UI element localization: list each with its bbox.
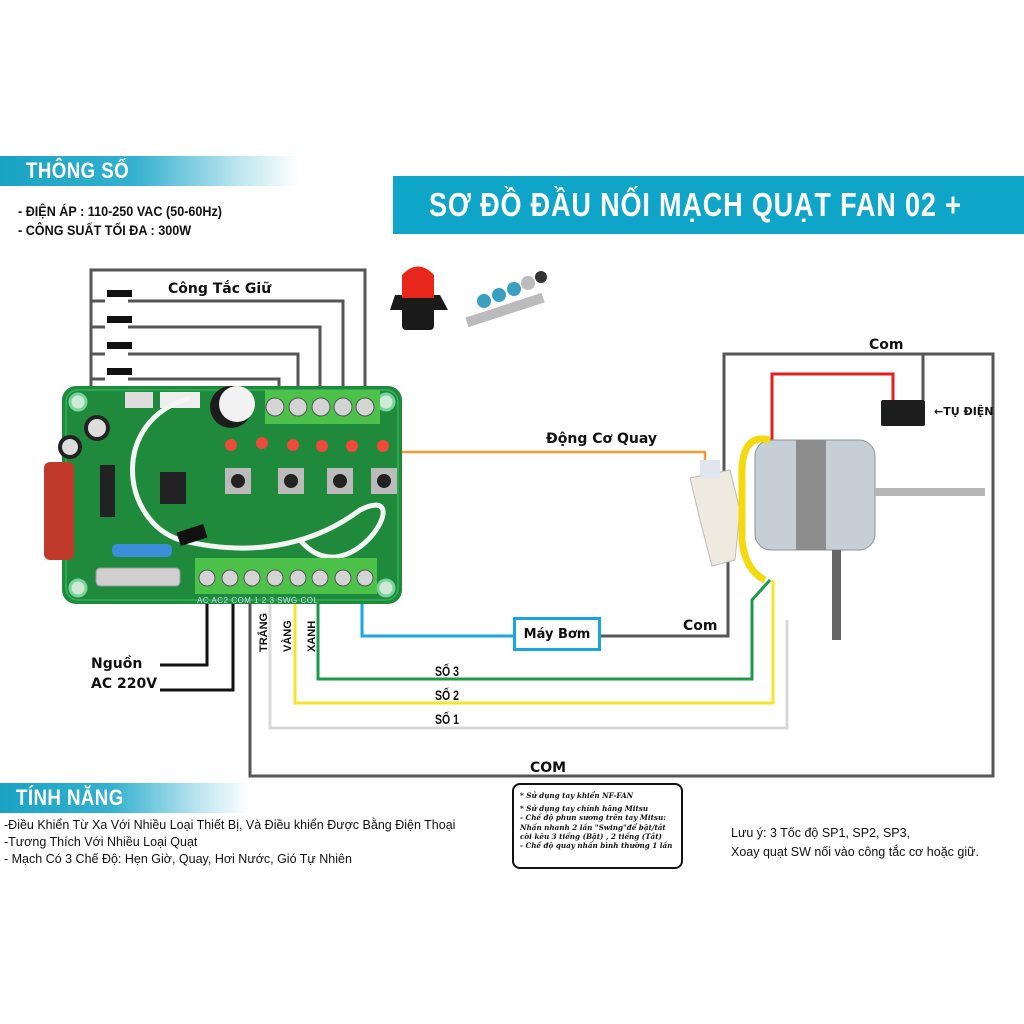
switch-symbol-3: [107, 342, 132, 349]
switch-symbol-4: [107, 368, 132, 375]
motor-shaft: [875, 488, 985, 496]
title-banner: SƠ ĐỒ ĐẦU NỐI MẠCH QUẠT FAN 02 +: [393, 176, 1024, 234]
terminal-label: AC2: [211, 596, 229, 605]
ic-chip: [160, 472, 186, 504]
tact-buttons: [225, 468, 397, 494]
terminal-label: COL: [300, 596, 319, 605]
x-capacitor: [44, 462, 74, 560]
com-top-label: Com: [869, 337, 904, 353]
jumper-header: [125, 392, 153, 408]
pump-com-label: Com: [683, 618, 718, 634]
hold-switch-symbols: [107, 290, 132, 375]
note-line: * Sử dụng tay chính hãng Mitsu: [520, 804, 649, 814]
note-line: * Sử dụng tay khiển NF-FAN: [520, 791, 634, 800]
wire-white-label: TRẮNG: [258, 612, 270, 652]
white-wire: [268, 602, 789, 730]
switch-symbol-1: [107, 290, 132, 297]
diode: [100, 465, 115, 517]
page-title: SƠ ĐỒ ĐẦU NỐI MẠCH QUẠT FAN 02 +: [429, 186, 962, 223]
wire-green-label: XANH: [306, 620, 318, 652]
resistor: [112, 544, 172, 557]
power-label: Nguồn: [91, 656, 143, 672]
circuit-board: [44, 386, 402, 604]
cable-sleeve: [176, 524, 208, 546]
remote-note-box: * Sử dụng tay khiển NF-FAN * Sử dụng tay…: [512, 783, 683, 869]
com-bottom-label: COM: [530, 760, 567, 776]
mount-hole: [68, 578, 88, 598]
indicator-leds: [225, 437, 389, 452]
power-voltage-label: AC 220V: [91, 676, 158, 692]
note-line: còi kêu 3 tiếng (Bật) , 2 tiếng (Tắt): [520, 831, 662, 841]
terminal-label: 2: [261, 596, 267, 605]
mount-hole: [68, 392, 88, 412]
spec-power: - CÔNG SUẤT TỐI ĐA : 300W: [18, 222, 192, 238]
pump-com-wire: [601, 560, 730, 638]
speed-2-label: SỐ 2: [435, 687, 459, 703]
specs-heading: THÔNG SỐ: [26, 158, 130, 183]
terminal-label: COM: [231, 596, 252, 605]
speed-1-label: SỐ 1: [435, 711, 459, 727]
fan-motor-image: [689, 435, 985, 640]
com-wire-main: [248, 352, 995, 778]
specs-heading-banner: THÔNG SỐ: [0, 156, 300, 186]
note-line: - Chế độ phun sương trên tay Mitsu:: [520, 813, 666, 823]
terminal-label: SWG: [277, 596, 298, 605]
capacitor-label: ←TỤ ĐIỆN: [934, 405, 994, 418]
run-capacitor: [881, 400, 925, 426]
mount-hole: [376, 392, 396, 412]
rotary-switch-image: [390, 266, 448, 330]
switch-symbol-2: [107, 316, 132, 323]
swing-motor-label: Động Cơ Quay: [546, 431, 657, 447]
note-line: Nhấn nhanh 2 lần "Swing"để bật/tắt: [520, 822, 666, 832]
yellow-lead: [738, 435, 771, 584]
red-wire: [770, 372, 895, 440]
ac-wire-1: [160, 602, 209, 667]
bottom-terminal-labels: AC AC2 COM 1 2 3 SWG COL: [197, 596, 318, 605]
terminal-label: 1: [254, 596, 260, 605]
warning-line: Xoay quạt SW nối vào công tắc cơ hoặc gi…: [731, 845, 979, 859]
wire-yellow-label: VÀNG: [282, 620, 294, 652]
piano-switch-image: [465, 271, 547, 328]
terminal-label: AC: [197, 596, 210, 605]
ac-wire-2: [160, 602, 235, 692]
feature-line: -Điều Khiển Từ Xa Với Nhiều Loại Thiết B…: [4, 818, 456, 832]
note-line: - Chế độ quay nhấn bình thường 1 lần: [520, 841, 673, 851]
green-wire: [316, 578, 772, 681]
fuse: [95, 567, 181, 587]
features-heading-banner: TÍNH NĂNG: [0, 783, 250, 813]
feature-line: -Tương Thích Với Nhiều Loại Quạt: [4, 835, 198, 849]
spec-voltage: - ĐIỆN ÁP : 110-250 VAC (50-60Hz): [18, 203, 223, 219]
speed-3-label: SỐ 3: [435, 663, 459, 679]
features-heading: TÍNH NĂNG: [16, 785, 124, 810]
yellow-wire: [293, 580, 775, 705]
ribbon-cable: [130, 395, 386, 560]
swing-motor: [689, 469, 741, 567]
hold-switch-label: Công Tắc Giữ: [168, 281, 272, 297]
blue-wire: [360, 602, 513, 638]
motor-stand-shaft: [832, 550, 841, 640]
mount-hole: [376, 578, 396, 598]
warning-line: Lưu ý: 3 Tốc độ SP1, SP2, SP3,: [731, 826, 911, 840]
pump-label: Máy Bơm: [523, 627, 591, 642]
terminal-label: 3: [269, 596, 275, 605]
pump-box: Máy Bơm: [513, 617, 601, 651]
feature-line: - Mạch Có 3 Chế Độ: Hẹn Giờ, Quay, Hơi N…: [4, 852, 352, 866]
